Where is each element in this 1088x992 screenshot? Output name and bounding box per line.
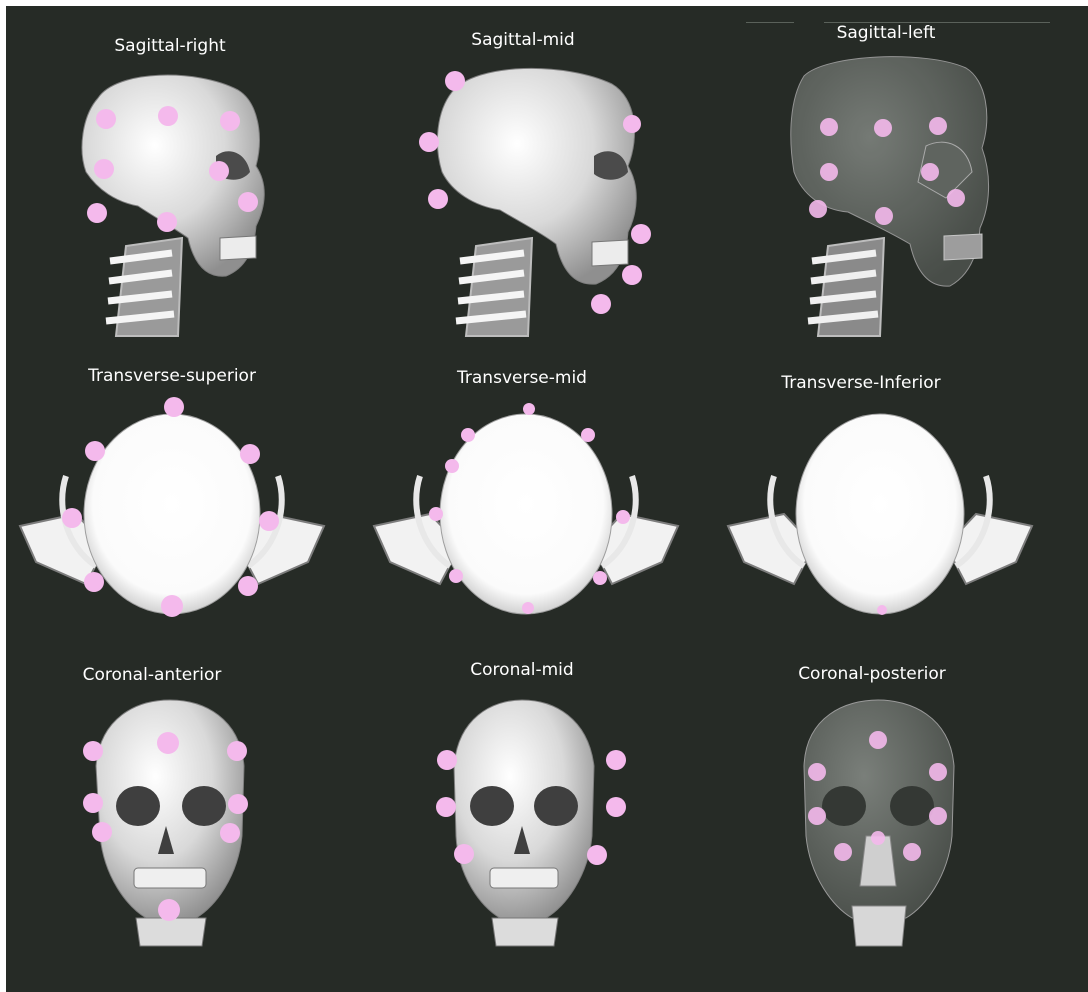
figure-canvas: Sagittal-right Sagittal-mid Sagittal-lef… <box>6 6 1088 992</box>
skull-front-view-image <box>6 6 1086 966</box>
